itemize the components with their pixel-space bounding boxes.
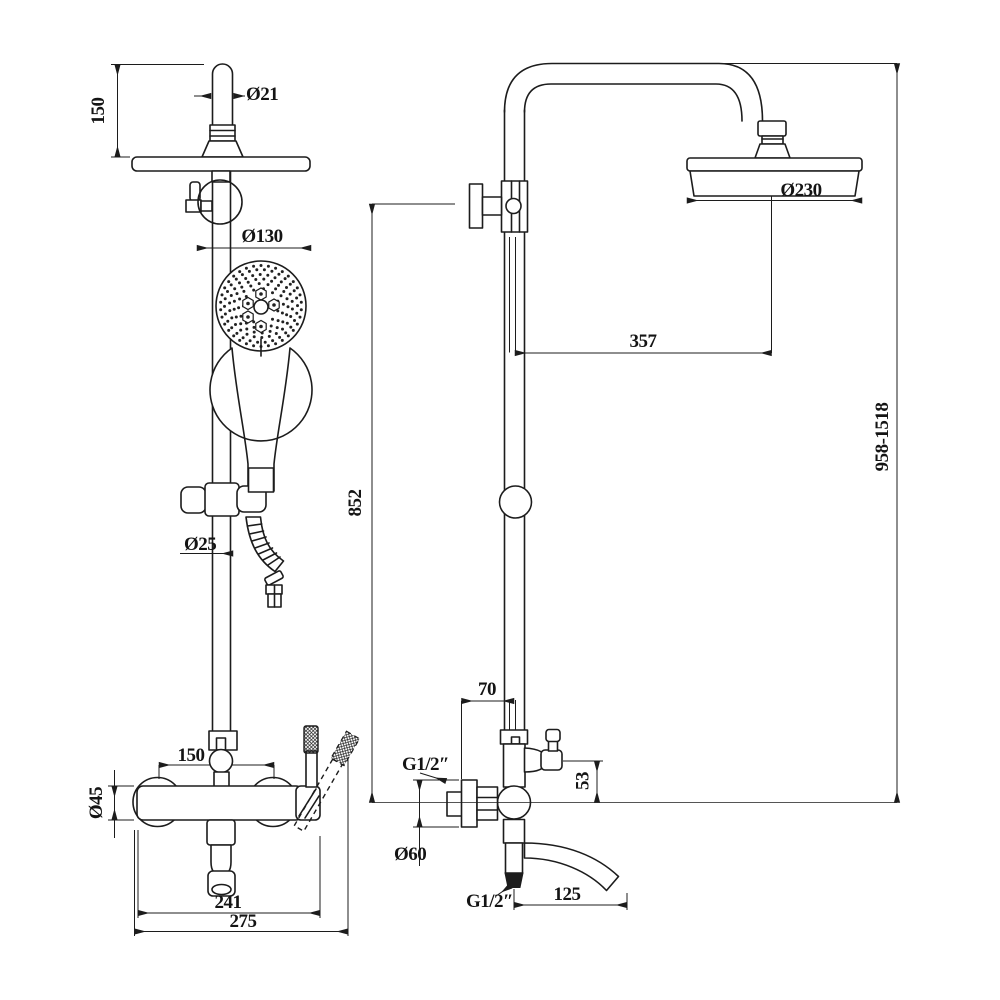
dim-label-flange-diameter: Ø60: [394, 844, 426, 865]
dim-label-riser-height: 852: [345, 490, 366, 517]
dim-label-body-diameter: Ø45: [86, 787, 107, 819]
dim-label-arm-reach: 357: [630, 331, 658, 352]
dim-label-wall-offset: 70: [478, 679, 496, 700]
wall-union-hex: [476, 786, 499, 821]
valve-lower-body: [502, 818, 526, 844]
mount-knob-link: [200, 200, 213, 212]
gooseneck-arm: [503, 62, 764, 122]
mixer-front: [132, 725, 361, 897]
outlet-nut: [504, 872, 524, 888]
mixer-body: [136, 785, 303, 821]
front-dimension-labels: 150 Ø21 Ø130 Ø25 150 Ø45 241 275: [86, 84, 283, 932]
dim-label-head-diameter: Ø230: [780, 180, 821, 201]
hand-shower-body: [209, 347, 313, 492]
arm-thread: [761, 135, 784, 145]
spray-nozzle-hexes: [242, 287, 280, 334]
valve-outlet-body: [504, 842, 524, 874]
head-mount-cone: [201, 140, 244, 158]
spout-outlet: [211, 883, 232, 896]
wall-bracket: [468, 180, 529, 233]
disc-lower-collar: [211, 170, 231, 183]
top-supply-pipe: [211, 63, 234, 128]
overhead-shower-front: [131, 63, 311, 183]
dim-label-top-height: 150: [88, 98, 109, 125]
riser-base-collar: [208, 730, 238, 751]
body-connector: [213, 771, 230, 788]
side-view: Ø230 357 852 958-1518 70 G1/2″ 53 Ø60 G1…: [345, 62, 901, 912]
lever-alternate-position: [293, 730, 361, 833]
mount-ring: [197, 179, 243, 225]
dim-label-riser-diameter: Ø25: [184, 534, 216, 555]
dim-label-inlet-spacing: 150: [178, 745, 205, 766]
shower-head-disc-front: [131, 156, 311, 172]
mixer-side: [446, 728, 620, 892]
dim-label-width-241: 241: [215, 892, 242, 913]
dim-label-pipe-diameter: Ø21: [246, 84, 278, 105]
diverter-knob: [208, 748, 234, 774]
lever-shaft: [305, 750, 318, 788]
wall-union-flange: [460, 779, 478, 828]
head-rim-side: [686, 157, 863, 172]
bracket-left-block: [180, 486, 207, 514]
bracket-stem: [481, 196, 503, 216]
spout-front-top: [206, 819, 236, 846]
valve-upper-body: [502, 743, 526, 788]
front-view: 150 Ø21 Ø130 Ø25 150 Ø45 241 275: [86, 63, 361, 936]
arm-nut: [757, 120, 787, 137]
lever-grip: [303, 725, 319, 754]
dim-label-spout-length: 125: [554, 884, 581, 905]
slider-bracket: [180, 467, 275, 517]
handle-knob-cap: [545, 728, 561, 743]
face-center-cap: [253, 299, 269, 315]
side-dimensions-under: [368, 63, 901, 910]
head-face-side: [689, 170, 860, 197]
side-dimension-labels: Ø230 357 852 958-1518 70 G1/2″ 53 Ø60 G1…: [345, 180, 893, 912]
wall-union-thread: [446, 791, 463, 817]
wall-flange-side: [468, 183, 484, 229]
slider-knob-side: [498, 485, 533, 519]
hand-shower: [209, 260, 313, 492]
hand-shower-handle-end: [247, 467, 275, 493]
hose-ferrule: [264, 570, 284, 586]
bracket-knob: [505, 197, 522, 215]
inner-telescopic-pipe: [509, 237, 516, 731]
top-nut: [209, 124, 236, 142]
front-dimensions-under: [108, 64, 349, 936]
bracket-clamp: [204, 482, 240, 517]
shower-hose: [245, 516, 285, 608]
upper-wall-mount: [185, 179, 243, 225]
overhead-shower-side: [686, 120, 863, 197]
dim-label-width-275: 275: [230, 911, 257, 932]
dim-label-hand-shower-diameter: Ø130: [241, 226, 282, 247]
head-cone-side: [754, 143, 791, 159]
dim-label-inlet-thread: G1/2″: [402, 754, 449, 775]
dim-label-handle-offset: 53: [573, 772, 594, 790]
spout-front-tip: [207, 870, 236, 897]
dim-label-height-range: 958-1518: [872, 403, 893, 472]
handle-grip-side: [540, 749, 563, 771]
tub-spout-side: [523, 842, 620, 892]
spray-nozzle-dots: [219, 264, 303, 348]
dim-label-outlet-thread: G1/2″: [466, 891, 513, 912]
